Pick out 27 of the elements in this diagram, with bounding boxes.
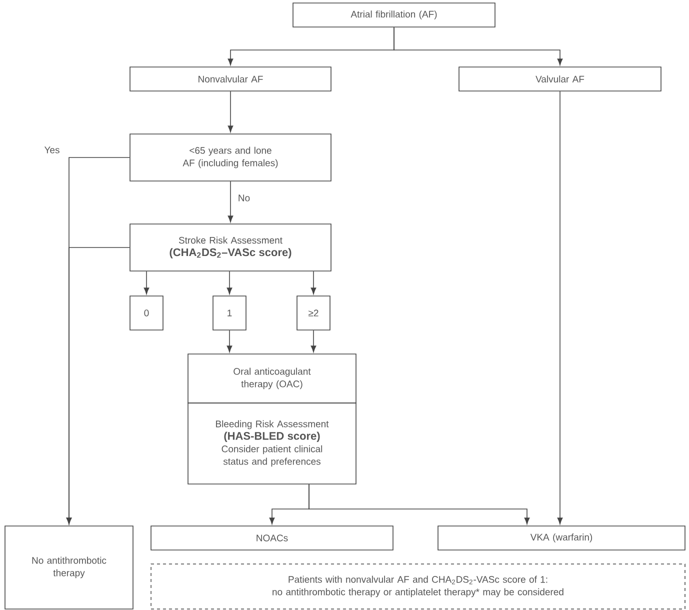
score-box: 1 [212, 296, 246, 330]
arrow [66, 247, 130, 524]
score-box: ≥2 [296, 296, 330, 330]
edge-label: No [236, 194, 252, 202]
arrow [226, 330, 232, 352]
arrow [308, 484, 530, 524]
edge-label: Yes [43, 146, 61, 154]
process-box: Nonvalvular AF [130, 66, 332, 92]
arrow [394, 27, 563, 66]
process-box: Atrial fibrillation (AF) [292, 2, 496, 28]
score-box: 0 [130, 296, 164, 330]
arrow [310, 330, 316, 352]
arrow [228, 180, 234, 222]
process-box: Bleeding Risk Assessment (HAS-BLED score) Consider patient clinical status and preferences [188, 402, 356, 484]
process-box: Oral anticoagulant therapy (OAC) [188, 354, 356, 404]
outcome-box: No antithrombotic therapy [4, 526, 134, 610]
process-box: <65 years and lone AF (including females) [130, 134, 332, 182]
arrow [557, 91, 563, 524]
arrow [144, 270, 150, 294]
outcome-box: VKA (warfarin) [438, 526, 686, 550]
process-box: Valvular AF [458, 66, 662, 92]
note-box: Patients with nonvalvular AF and CHA$_{2}$DS$_{2}$-VASc score of 1: no antithrombotic therapy or antiplatelet therapy* may be considered [150, 564, 686, 610]
arrow [228, 91, 234, 132]
process-box: Stroke Risk Assessment (CHA$_{2}$DS$_{2}$–VASc score) [130, 224, 332, 272]
outcome-box: NOACs [150, 526, 394, 550]
arrow [310, 270, 316, 294]
arrow [226, 270, 232, 294]
